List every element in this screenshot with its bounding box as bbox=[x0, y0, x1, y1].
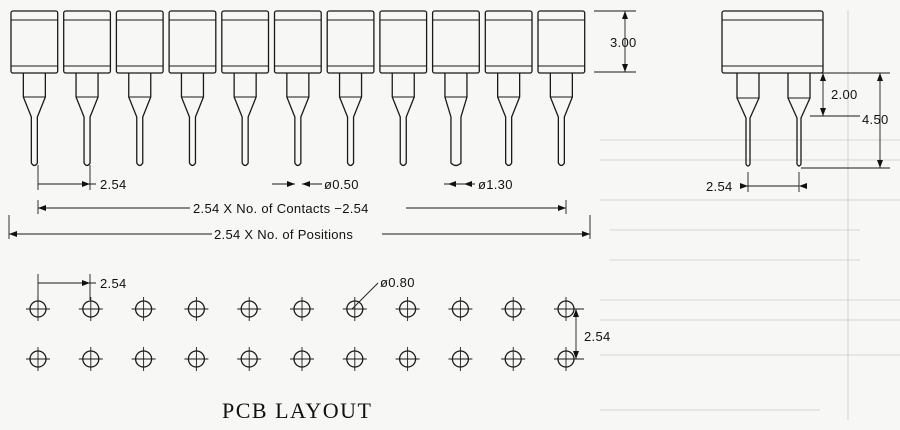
pcb-hole bbox=[237, 297, 262, 321]
dim-contacts-formula: 2.54 X No. of Contacts −2.54 bbox=[193, 201, 369, 216]
dim-side-total: 4.50 bbox=[862, 112, 889, 127]
pcb-hole bbox=[342, 347, 367, 371]
pin-cell bbox=[484, 10, 533, 167]
pcb-hole bbox=[131, 347, 156, 371]
dim-pin-dia: ø0.50 bbox=[324, 177, 359, 192]
background-ghost-marks bbox=[600, 10, 900, 420]
front-view-dimensions: 3.00 2.54 ø0.50 ø1.30 2.54 X No. of Cont… bbox=[8, 10, 637, 242]
pcb-layout: 2.54 ø0.80 2.54 PCB LAYOUT bbox=[26, 274, 611, 423]
pcb-hole bbox=[26, 297, 50, 321]
pcb-hole bbox=[501, 297, 526, 321]
pin-cell bbox=[221, 10, 270, 167]
side-view bbox=[721, 10, 824, 167]
dim-pitch-top: 2.54 bbox=[100, 177, 127, 192]
pcb-hole bbox=[290, 347, 314, 371]
pin-cell bbox=[379, 10, 428, 167]
pcb-hole bbox=[78, 347, 103, 371]
pcb-hole bbox=[342, 297, 367, 321]
pcb-hole bbox=[290, 297, 314, 321]
pcb-hole bbox=[26, 347, 50, 371]
pin-cell bbox=[168, 10, 217, 167]
pcb-hole bbox=[501, 347, 526, 371]
pcb-hole bbox=[395, 347, 420, 371]
pin-cell bbox=[537, 10, 586, 167]
dim-header-height: 3.00 bbox=[610, 35, 637, 50]
pcb-hole-grid bbox=[26, 297, 578, 371]
pcb-layout-title: PCB LAYOUT bbox=[222, 398, 373, 423]
pin-cell bbox=[115, 10, 164, 167]
dim-pcb-pitch-h: 2.54 bbox=[100, 276, 127, 291]
pin-cell bbox=[273, 10, 322, 167]
pcb-hole bbox=[395, 297, 420, 321]
pcb-hole bbox=[78, 297, 103, 321]
dim-tail-dia: ø1.30 bbox=[478, 177, 513, 192]
pin-cell bbox=[63, 10, 112, 167]
pcb-hole bbox=[184, 347, 209, 371]
dim-side-upper: 2.00 bbox=[831, 87, 858, 102]
dim-positions-formula: 2.54 X No. of Positions bbox=[214, 227, 353, 242]
pcb-hole bbox=[237, 347, 262, 371]
pin-cell bbox=[431, 10, 480, 167]
dim-hole-dia: ø0.80 bbox=[380, 275, 415, 290]
dim-pcb-pitch-v: 2.54 bbox=[584, 329, 611, 344]
pcb-hole bbox=[184, 297, 209, 321]
pcb-hole bbox=[448, 347, 473, 371]
side-view-dimensions: 2.00 4.50 2.54 bbox=[706, 72, 890, 194]
dim-side-pitch: 2.54 bbox=[706, 179, 733, 194]
pin-cell bbox=[10, 10, 59, 167]
pcb-hole bbox=[448, 297, 473, 321]
pin-cell bbox=[326, 10, 375, 167]
header-front-view bbox=[10, 10, 586, 167]
pcb-hole bbox=[131, 297, 156, 321]
